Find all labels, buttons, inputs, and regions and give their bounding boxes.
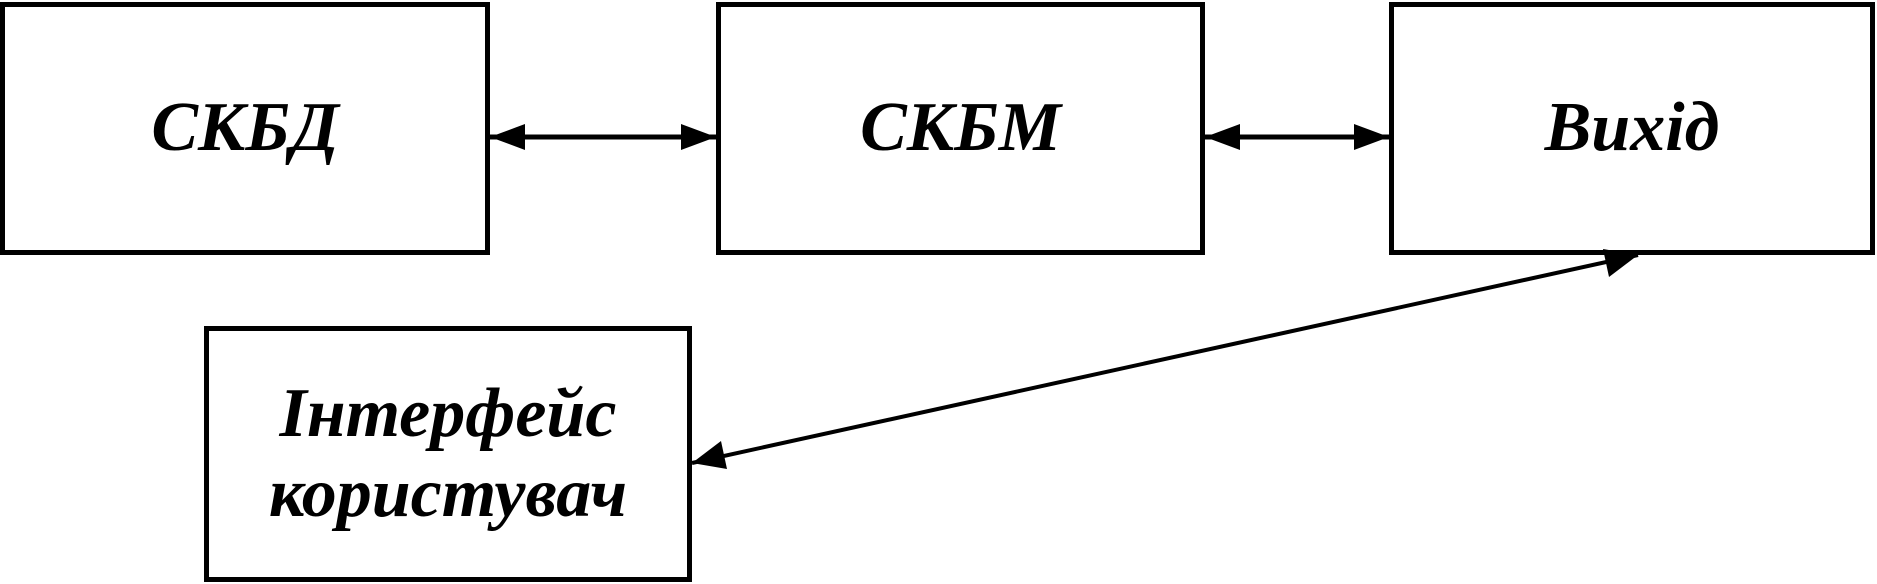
node-user-interface-label: Інтерфейс користувач: [269, 374, 627, 535]
arrowhead-interface: [692, 441, 727, 469]
arrowhead-right: [1354, 124, 1389, 150]
node-skbm: СКБМ: [716, 2, 1205, 255]
node-skbd: СКБД: [0, 2, 490, 255]
arrowhead-left: [1205, 124, 1240, 150]
node-user-interface: Інтерфейс користувач: [204, 326, 692, 582]
arrowhead-left: [490, 124, 525, 150]
node-vyhid: Вихід: [1389, 2, 1875, 255]
node-vyhid-label: Вихід: [1544, 89, 1720, 167]
edge-interface-vyhid: [691, 249, 1639, 469]
edge-skbm-vyhid: [1205, 124, 1389, 150]
node-user-interface-label-line1: Інтерфейс: [279, 374, 617, 452]
arrowhead-right: [681, 124, 716, 150]
node-user-interface-label-line2: користувач: [268, 455, 628, 532]
node-skbd-label: СКБД: [151, 89, 339, 167]
node-skbm-label: СКБМ: [860, 89, 1061, 167]
arrowhead-vyhid: [1603, 249, 1638, 277]
edge-skbd-skbm: [490, 124, 716, 150]
